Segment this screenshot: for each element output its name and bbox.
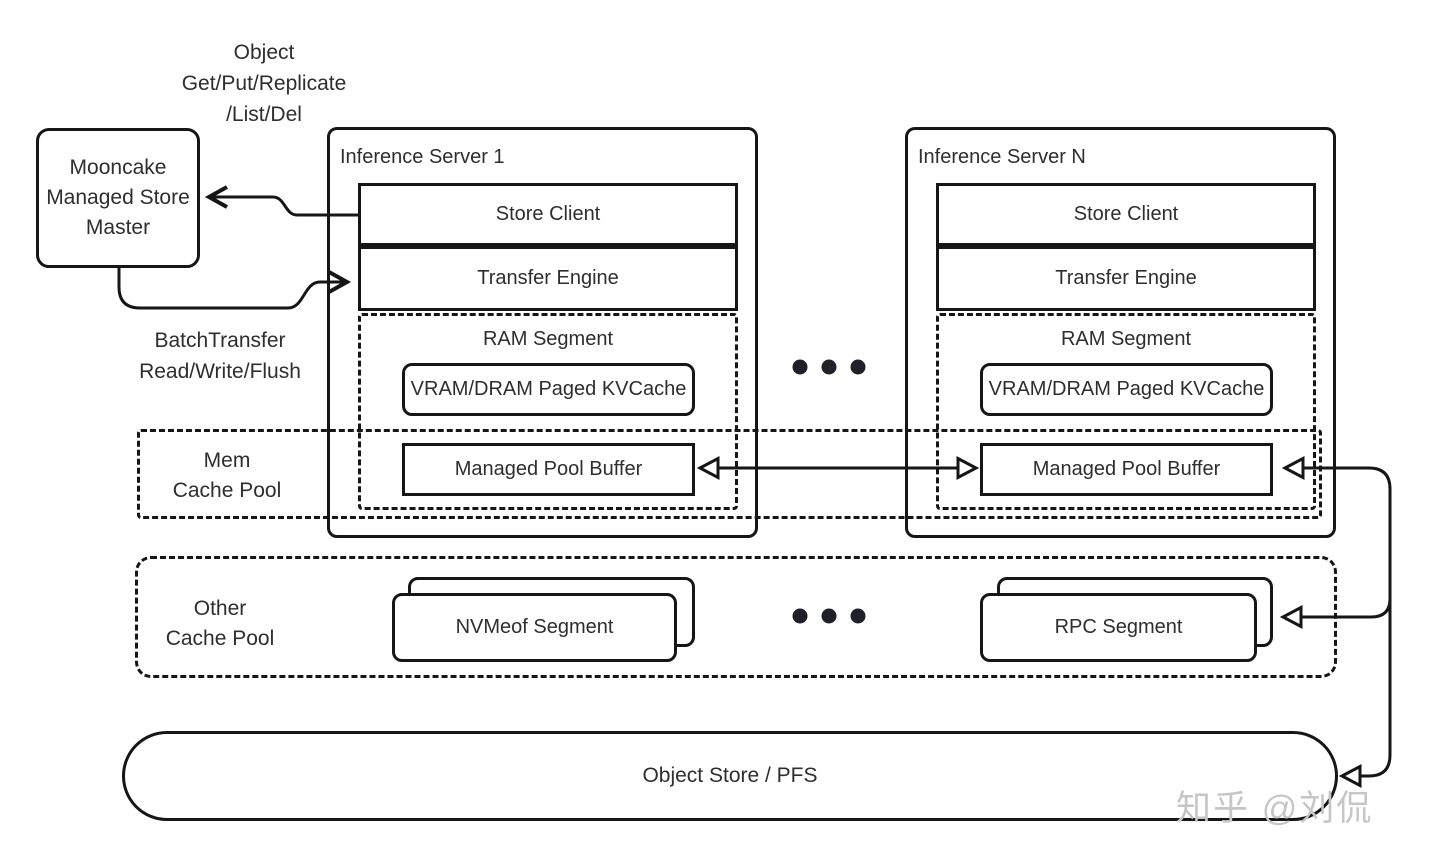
transfer-engine-n: Transfer Engine [936,246,1316,311]
nvmeof-segment-label: NVMeof Segment [455,616,614,638]
mem-cache-pool-label: Mem Cache Pool [172,449,282,502]
dot [850,359,866,375]
ram-segment-n-label: RAM Segment [1060,328,1192,350]
transfer-engine-n-label: Transfer Engine [1055,267,1197,289]
object-store-label: Object Store / PFS [642,764,818,787]
ellipsis-servers [792,359,866,375]
batch-transfer-annotation: BatchTransfer Read/Write/Flush [139,329,301,383]
store-client-1-label: Store Client [495,203,601,225]
pool-buffer-1-label: Managed Pool Buffer [454,458,643,480]
rpc-segment-label: RPC Segment [1054,616,1183,638]
ram-segment-1-box [358,313,738,510]
mooncake-master-box: Mooncake Managed Store Master [36,128,200,268]
arrowhead-to-master [204,185,228,209]
watermark: 知乎 @刘侃 [1176,789,1374,828]
mooncake-master-label: Mooncake Managed Store Master [46,156,190,239]
store-client-n: Store Client [936,183,1316,246]
pool-buffer-n: Managed Pool Buffer [980,443,1273,496]
object-store-box: Object Store / PFS [122,731,1338,821]
store-client-1: Store Client [358,183,738,246]
rpc-segment: RPC Segment [980,593,1257,662]
ram-segment-1-label: RAM Segment [482,328,614,350]
inference-server-1-title: Inference Server 1 [340,146,505,168]
pool-buffer-1: Managed Pool Buffer [402,443,695,496]
dot [821,359,837,375]
dot [792,359,808,375]
kvcache-n: VRAM/DRAM Paged KVCache [980,363,1273,416]
kvcache-1: VRAM/DRAM Paged KVCache [402,363,695,416]
transfer-engine-1-label: Transfer Engine [477,267,619,289]
inference-server-n-title: Inference Server N [918,146,1086,168]
nvmeof-segment: NVMeof Segment [392,593,677,662]
ram-segment-n-box [936,313,1316,510]
other-cache-pool-label: Other Cache Pool [165,597,275,650]
object-ops-annotation: Object Get/Put/Replicate /List/Del [181,41,347,126]
kvcache-n-label: VRAM/DRAM Paged KVCache [988,378,1265,400]
transfer-engine-1: Transfer Engine [358,246,738,311]
arrow-master-to-transfer-engine [117,266,343,310]
pool-buffer-n-label: Managed Pool Buffer [1032,458,1221,480]
store-client-n-label: Store Client [1073,203,1179,225]
kvcache-1-label: VRAM/DRAM Paged KVCache [410,378,687,400]
